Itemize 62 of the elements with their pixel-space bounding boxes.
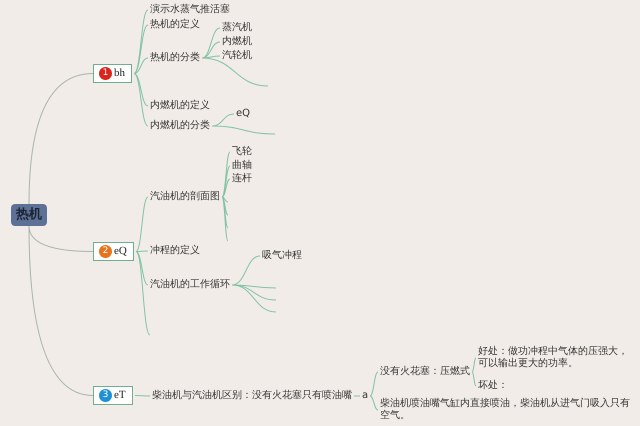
connector-line [28, 226, 94, 396]
connector-line [222, 196, 228, 202]
branch-topic-box [93, 242, 134, 261]
number-badge: 3 [99, 389, 112, 402]
topic-text: 内燃机的分类 [150, 120, 210, 132]
connector-line [222, 196, 228, 242]
topic-text: 好处：做功冲程中气体的压强大，可以输出更大的功率。 [478, 346, 636, 370]
connector-line [136, 251, 150, 336]
topic-text: 吸气冲程 [262, 250, 302, 262]
connector-line [134, 73, 148, 126]
connector-line [202, 42, 220, 58]
topic-text: 柴油机喷油嘴气缸内直接喷油，柴油机从进气门吸入只有空气。 [380, 398, 636, 422]
connector-line [202, 28, 220, 58]
connector-line [222, 178, 230, 198]
connector-line [222, 152, 230, 198]
connector-line [212, 126, 276, 134]
connector-line [136, 250, 148, 252]
connector-line [232, 284, 276, 312]
connector-line [28, 73, 94, 204]
topic-label: bh [114, 67, 125, 80]
connector-line [136, 196, 148, 252]
topic-text: 内燃机的定义 [150, 100, 210, 112]
connector-line [370, 372, 378, 396]
topic-text: 演示水蒸气推活塞 [150, 4, 230, 16]
connector-line [134, 24, 148, 74]
connector-line [222, 196, 228, 216]
branch-topic-box [93, 386, 133, 405]
topic-text: 坏处： [478, 380, 508, 392]
topic-text: 汽油机的剖面图 [150, 191, 220, 203]
connector-line [212, 114, 234, 126]
topic-text: eQ [236, 108, 250, 120]
topic-text: 连杆 [232, 173, 252, 185]
topic-text: 内燃机 [222, 36, 252, 48]
branch-topic-box [93, 64, 132, 83]
topic-text: 没有火花塞：压燃式 [380, 366, 470, 378]
number-badge: 2 [99, 245, 112, 258]
number-badge: 1 [99, 67, 112, 80]
topic-text: 汽油机的工作循环 [150, 279, 230, 291]
connector-line [134, 73, 148, 106]
topic-text: 飞轮 [232, 146, 252, 158]
central-topic: 热机 [11, 204, 47, 226]
connector-line [232, 256, 260, 286]
connector-line [370, 396, 378, 410]
topic-text: a [362, 390, 368, 402]
connector-line [134, 395, 150, 396]
topic-label: eT [114, 389, 126, 402]
topic-text: 汽轮机 [222, 50, 252, 62]
connector-line [472, 358, 476, 372]
topic-text: 柴油机与汽油机区别：没有火花塞只有喷油嘴 [152, 390, 352, 402]
topic-label: eQ [114, 245, 127, 258]
topic-text: 蒸汽机 [222, 22, 252, 34]
connector-line [134, 58, 148, 74]
connector-line [222, 166, 230, 198]
topic-text: 热机的分类 [150, 52, 200, 64]
topic-text: 冲程的定义 [150, 245, 200, 257]
connector-line [134, 10, 148, 74]
connector-line [136, 251, 148, 286]
connector-line [222, 196, 228, 228]
topic-text: 曲轴 [232, 160, 252, 172]
connector-line [202, 58, 268, 86]
topic-text: 热机的定义 [150, 19, 200, 31]
connector-line [472, 372, 476, 386]
